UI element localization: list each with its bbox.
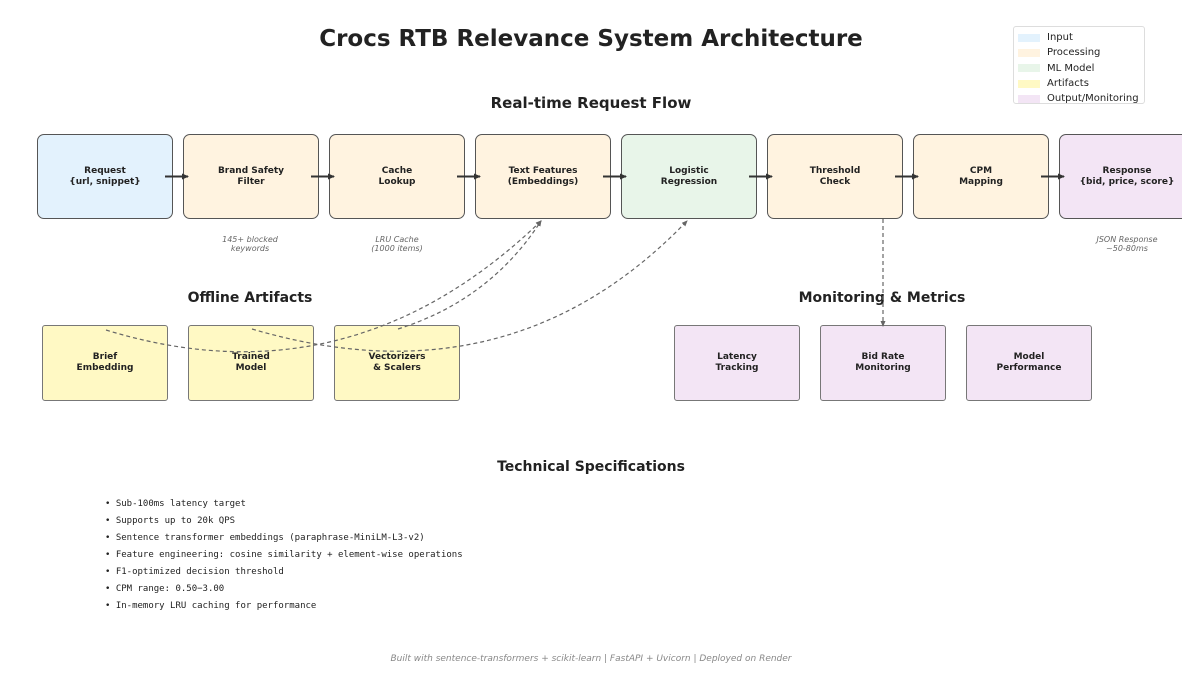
legend-label: Output/Monitoring <box>1047 93 1139 105</box>
spec-line: • Sub-100ms latency target <box>105 499 246 509</box>
specs-heading: Technical Specifications <box>497 459 685 475</box>
legend-item-ml-model: ML Model <box>1018 61 1140 76</box>
dashed-link-vectorizers-to-text-features <box>397 220 542 330</box>
artifact-brief-embedding: Brief Embedding <box>42 325 168 401</box>
dashed-link-model-to-logistic-regression <box>251 220 688 352</box>
spec-line: • Supports up to 20k QPS <box>105 516 236 526</box>
spec-line: • F1-optimized decision threshold <box>105 567 284 577</box>
node-cache-lookup: Cache Lookup <box>329 134 465 219</box>
spec-line: • In-memory LRU caching for performance <box>105 601 317 611</box>
legend-item-output-monitoring: Output/Monitoring <box>1018 91 1140 106</box>
legend-swatch <box>1018 48 1040 57</box>
footer: Built with sentence-transformers + sciki… <box>390 654 792 664</box>
artifact-trained-model: Trained Model <box>188 325 314 401</box>
offline-heading: Offline Artifacts <box>187 290 313 306</box>
dashed-link-brief-to-text-features <box>105 220 542 353</box>
legend: Input Processing ML Model Artifacts Outp… <box>1013 26 1145 104</box>
legend-swatch <box>1018 33 1040 42</box>
node-logistic-regression: Logistic Regression <box>621 134 757 219</box>
note-brand-safety: 145+ blocked keywords <box>222 235 278 253</box>
specs-list: • Sub-100ms latency target • Supports up… <box>105 498 463 617</box>
node-threshold-check: Threshold Check <box>767 134 903 219</box>
spec-line: • Sentence transformer embeddings (parap… <box>105 533 425 543</box>
legend-item-input: Input <box>1018 30 1140 45</box>
legend-swatch <box>1018 94 1040 103</box>
note-cache: LRU Cache (1000 items) <box>371 235 423 253</box>
legend-label: Input <box>1047 32 1073 44</box>
monitor-bid-rate: Bid Rate Monitoring <box>820 325 946 401</box>
node-request: Request {url, snippet} <box>37 134 173 219</box>
flow-heading: Real-time Request Flow <box>490 94 692 112</box>
note-response: JSON Response ~50-80ms <box>1096 235 1158 253</box>
spec-line: • CPM range: 0.50−3.00 <box>105 584 225 594</box>
monitor-model-performance: Model Performance <box>966 325 1092 401</box>
legend-label: ML Model <box>1047 62 1095 74</box>
artifact-vectorizers-scalers: Vectorizers & Scalers <box>334 325 460 401</box>
legend-item-artifacts: Artifacts <box>1018 76 1140 91</box>
node-text-features: Text Features (Embeddings) <box>475 134 611 219</box>
monitoring-heading: Monitoring & Metrics <box>798 290 966 306</box>
legend-label: Processing <box>1047 47 1101 59</box>
legend-swatch <box>1018 64 1040 73</box>
diagram-title: Crocs RTB Relevance System Architecture <box>319 26 863 52</box>
spec-line: • Feature engineering: cosine similarity… <box>105 550 463 560</box>
legend-swatch <box>1018 79 1040 88</box>
legend-item-processing: Processing <box>1018 45 1140 60</box>
node-response: Response {bid, price, score} <box>1059 134 1182 219</box>
monitor-latency-tracking: Latency Tracking <box>674 325 800 401</box>
legend-label: Artifacts <box>1047 78 1089 90</box>
